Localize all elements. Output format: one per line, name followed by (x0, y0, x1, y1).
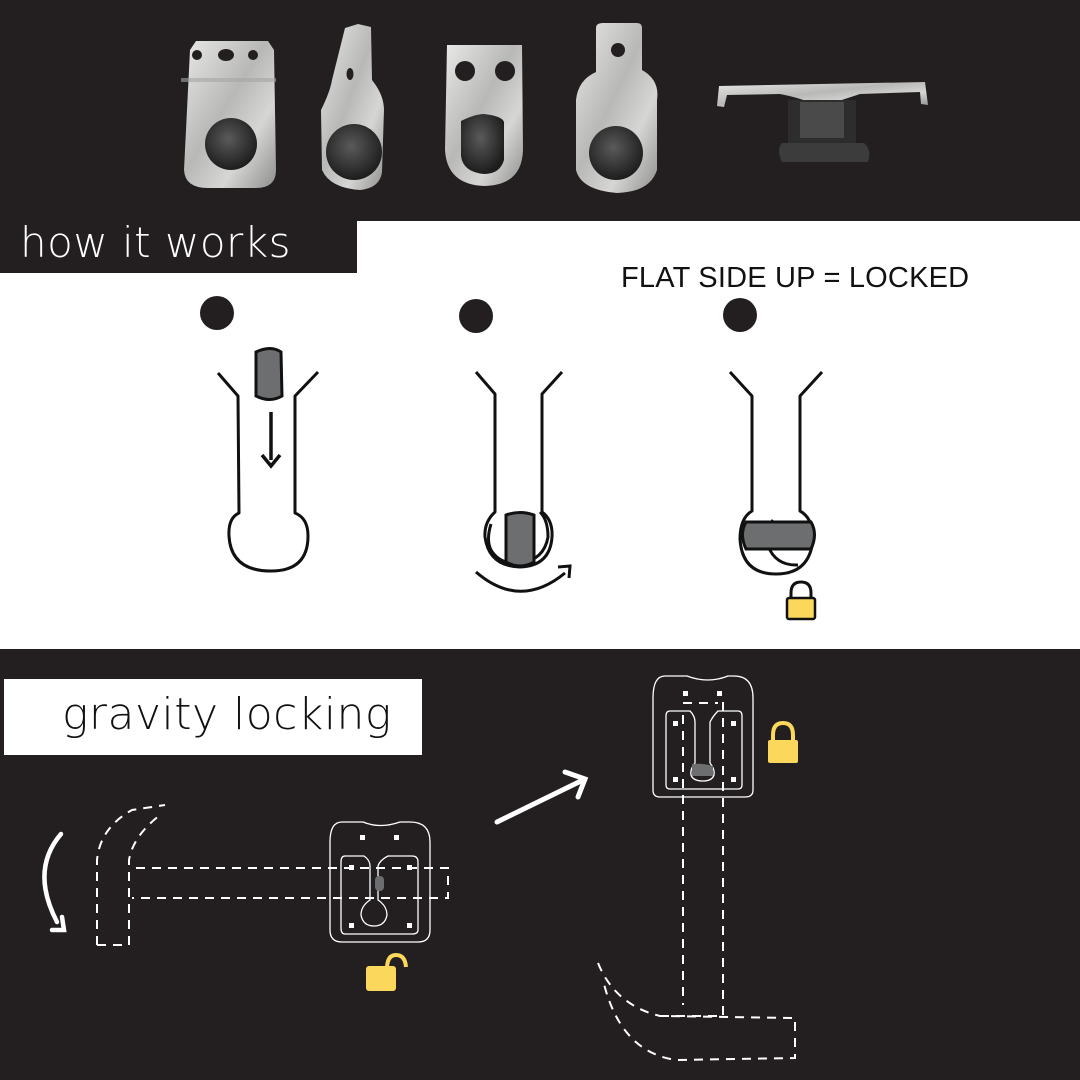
rotate-arrow-icon (475, 570, 566, 593)
step-1-bullet (200, 296, 234, 330)
step-3-diagram (723, 298, 824, 576)
vertical-tool-outline (597, 962, 796, 1062)
how-it-works-title: how it works (20, 218, 292, 267)
step-1-diagram (200, 296, 320, 573)
product-photo-band (0, 0, 1080, 221)
product-clip-5 (717, 82, 928, 162)
mount-plate-unlocked (329, 821, 431, 943)
mount-plate-locked (652, 675, 754, 1015)
how-it-works-heading: how it works (0, 218, 357, 273)
gravity-locking-title: gravity locking (62, 689, 392, 740)
lock-closed-icon (768, 720, 798, 763)
gravity-locking-heading: gravity locking (4, 679, 422, 755)
product-clip-1 (181, 41, 276, 188)
arrow-up-right-icon (494, 769, 589, 825)
rotate-down-arrow-icon (42, 831, 67, 933)
product-clip-3 (445, 45, 523, 186)
step-3-bullet (723, 298, 757, 332)
how-it-works-panel (0, 221, 1080, 649)
lock-open-icon (366, 952, 408, 991)
horizontal-tool-outline (96, 804, 449, 946)
product-clip-2 (321, 24, 384, 190)
lock-closed-icon (785, 580, 817, 621)
step-2-bullet (459, 299, 493, 333)
product-clip-4 (576, 23, 658, 193)
flat-side-note: FLAT SIDE UP = LOCKED (621, 262, 970, 294)
step-2-diagram (459, 299, 572, 593)
